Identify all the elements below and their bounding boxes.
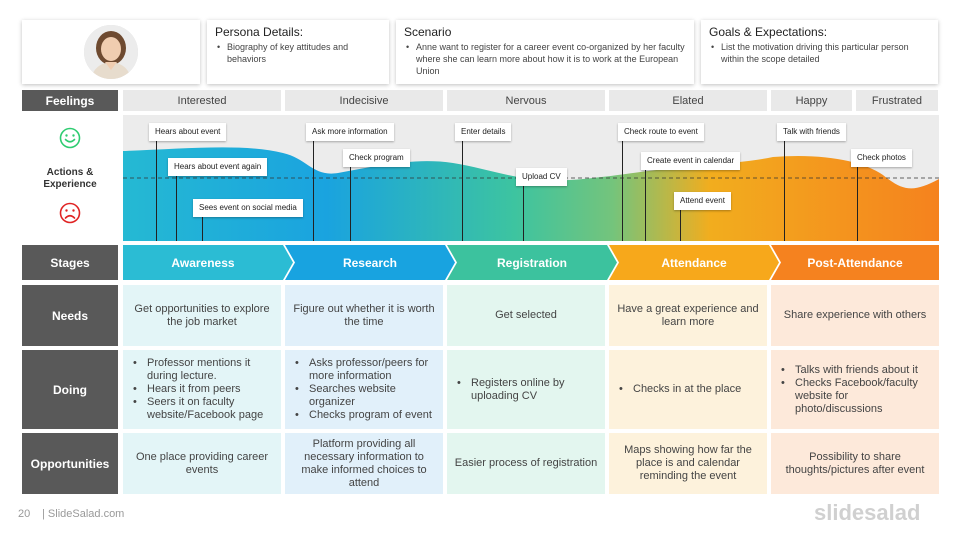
doing-awareness: Professor mentions it during lecture. He… <box>123 350 281 429</box>
stage-registration-label: Registration <box>496 255 567 270</box>
action-ask-more-information: Ask more information <box>306 123 394 141</box>
persona-details-title: Persona Details: <box>215 25 304 39</box>
connector-line <box>645 166 646 241</box>
scenario-card: Scenario Anne want to register for a car… <box>396 20 694 84</box>
needs-post-attendance: Share experience with others <box>771 285 939 346</box>
stage-research: Research <box>285 245 455 280</box>
opportunities-label: Opportunities <box>22 433 118 494</box>
smile-icon <box>59 127 81 149</box>
stages-label: Stages <box>22 245 118 280</box>
goals-card: Goals & Expectations: List the motivatio… <box>701 20 938 84</box>
feeling-nervous: Nervous <box>447 90 605 111</box>
scenario-title: Scenario <box>404 25 452 39</box>
opportunity-attendance: Maps showing how far the place is and ca… <box>609 433 767 494</box>
doing-registration: Registers online by uploading CV <box>447 350 605 429</box>
actions-experience-label: Actions & Experience <box>43 167 97 190</box>
page-number: 20 <box>18 508 31 520</box>
connector-line <box>784 137 785 241</box>
opportunity-post-attendance: Possibility to share thoughts/pictures a… <box>771 433 939 494</box>
frown-icon <box>59 202 81 224</box>
stage-research-label: Research <box>342 255 398 270</box>
goals-item: List the motivation driving this particu… <box>709 41 930 65</box>
stage-post-attendance: Post-Attendance <box>771 245 939 280</box>
goals-title: Goals & Expectations: <box>709 25 828 39</box>
needs-awareness: Get opportunities to explore the job mar… <box>123 285 281 346</box>
doing-item: Checks Facebook/faculty website for phot… <box>777 377 933 416</box>
stage-attendance: Attendance <box>609 245 779 280</box>
doing-item: Checks program of event <box>291 409 437 422</box>
connector-line <box>462 137 463 241</box>
action-check-program: Check program <box>343 149 410 167</box>
feeling-elated: Elated <box>609 90 767 111</box>
action-upload-cv: Upload CV <box>516 168 567 186</box>
action-enter-details: Enter details <box>455 123 512 141</box>
connector-line <box>176 175 177 241</box>
persona-avatar <box>84 25 138 79</box>
scenario-item: Anne want to register for a career event… <box>404 41 686 77</box>
doing-item: Asks professor/peers for more informatio… <box>291 357 437 383</box>
needs-attendance: Have a great experience and learn more <box>609 285 767 346</box>
connector-line <box>680 206 681 241</box>
doing-item: Hears it from peers <box>129 383 275 396</box>
doing-item: Seers it on faculty website/Facebook pag… <box>129 396 275 422</box>
opportunity-registration: Easier process of registration <box>447 433 605 494</box>
action-check-photos: Check photos <box>851 149 912 167</box>
connector-line <box>313 137 314 241</box>
footer-site: | SlideSalad.com <box>42 508 125 520</box>
opportunity-awareness: One place providing career events <box>123 433 281 494</box>
feeling-frustrated: Frustrated <box>856 90 938 111</box>
connector-line <box>622 137 623 241</box>
feeling-happy: Happy <box>771 90 852 111</box>
doing-attendance: Checks in at the place <box>609 350 767 429</box>
connector-line <box>857 163 858 241</box>
brand-logo: slidesalad <box>814 500 921 525</box>
feeling-interested: Interested <box>123 90 281 111</box>
stage-registration: Registration <box>447 245 617 280</box>
feeling-indecisive: Indecisive <box>285 90 443 111</box>
doing-item: Searches website organizer <box>291 383 437 409</box>
doing-item: Talks with friends about it <box>777 364 933 377</box>
connector-line <box>350 164 351 241</box>
feelings-label: Feelings <box>22 90 118 111</box>
action-check-route: Check route to event <box>618 123 704 141</box>
doing-research: Asks professor/peers for more informatio… <box>285 350 443 429</box>
doing-label: Doing <box>22 350 118 429</box>
connector-line <box>202 216 203 241</box>
connector-line <box>523 183 524 241</box>
stage-awareness: Awareness <box>123 245 293 280</box>
persona-details-card: Persona Details: Biography of key attitu… <box>207 20 389 84</box>
stage-post-attendance-label: Post-Attendance <box>807 255 903 270</box>
needs-registration: Get selected <box>447 285 605 346</box>
needs-research: Figure out whether it is worth the time <box>285 285 443 346</box>
doing-item: Checks in at the place <box>615 383 761 396</box>
opportunity-research: Platform providing all necessary informa… <box>285 433 443 494</box>
stage-attendance-label: Attendance <box>661 255 727 270</box>
needs-label: Needs <box>22 285 118 346</box>
persona-details-item: Biography of key attitudes and behaviors <box>215 41 381 65</box>
doing-post-attendance: Talks with friends about it Checks Faceb… <box>771 350 939 429</box>
action-talk-with-friends: Talk with friends <box>777 123 846 141</box>
stage-awareness-label: Awareness <box>171 255 235 270</box>
doing-item: Professor mentions it during lecture. <box>129 357 275 383</box>
action-attend-event: Attend event <box>674 192 731 210</box>
action-hears-about-event: Hears about event <box>149 123 227 141</box>
action-sees-event-social-media: Sees event on social media <box>193 199 303 217</box>
connector-line <box>156 137 157 241</box>
doing-item: Registers online by uploading CV <box>453 377 599 403</box>
persona-photo-card <box>22 20 200 84</box>
action-hears-about-event-again: Hears about event again <box>168 158 268 176</box>
action-create-event-calendar: Create event in calendar <box>641 152 741 170</box>
